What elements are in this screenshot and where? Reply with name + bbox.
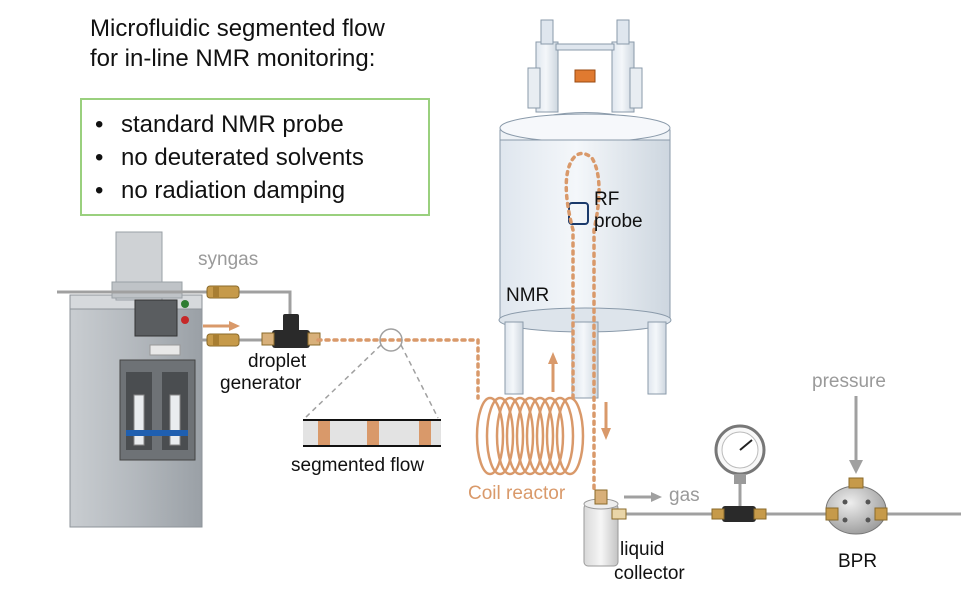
syngas-label: syngas [198,249,259,270]
rf-probe-label-line-2: probe [594,211,643,232]
syringe-pump-module [69,231,203,528]
liquid-fitting [206,333,240,347]
diagram-title: Microfluidic segmented flow for in-line … [90,14,385,74]
flow-up-arrow [548,352,558,392]
coil-reactor-label: Coil reactor [468,483,566,504]
feature-list: •standard NMR probe •no deuterated solve… [95,108,364,207]
title-line-1: Microfluidic segmented flow [90,15,385,42]
pressure-arrow [849,396,863,474]
liquid-collector-label-line-1: liquid [620,539,665,560]
nmr-label: NMR [506,285,550,306]
droplet-generator-tee [261,314,321,348]
feature-item: •no radiation damping [95,177,346,204]
feature-box [80,98,430,216]
nmr-magnet [498,19,672,399]
coil-reactor [475,396,585,476]
bpr-label: BPR [838,551,878,572]
feature-item: •standard NMR probe [95,111,344,138]
flow-down-arrow [601,402,611,440]
feature-text: no deuterated solvents [121,144,364,171]
liquid-feed-arrow [203,321,240,331]
back-pressure-regulator [825,477,888,535]
title-line-2: for in-line NMR monitoring: [90,45,376,72]
feature-text: no radiation damping [121,177,346,204]
feature-text: standard NMR probe [121,111,344,138]
segmented-flow-label: segmented flow [291,455,425,476]
syngas-fitting [206,285,240,299]
gas-label: gas [669,485,700,506]
rf-probe-label-line-1: RF [594,189,620,210]
gas-arrow [624,492,662,502]
droplet-generator-label-line-1: droplet [248,351,307,372]
segmented-flow-channel [303,419,441,447]
segmented-flow-tubing [316,151,601,492]
liquid-collector-vessel [583,489,627,567]
droplet-generator-label-line-2: generator [220,373,302,394]
pressure-label: pressure [812,371,886,392]
pressure-gauge [711,424,767,522]
segmented-flow-magnifier [304,328,439,419]
feature-item: •no deuterated solvents [95,144,364,171]
liquid-collector-label-line-2: collector [614,563,685,584]
